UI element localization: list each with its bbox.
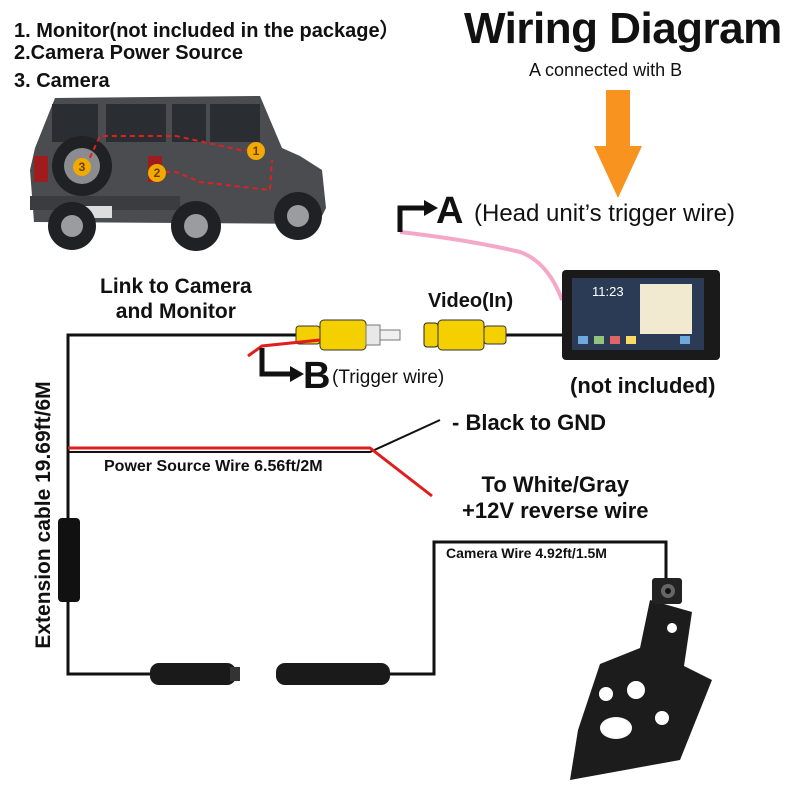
inline-box [58, 518, 80, 602]
rca-female-connector [423, 319, 507, 351]
jeep-marker-3: 3 [73, 158, 91, 176]
aviation-connector-female [150, 663, 240, 685]
label-a-desc: (Head unit’s trigger wire) [474, 200, 735, 227]
page-title: Wiring Diagram [464, 4, 782, 53]
monitor-screen-time: 11:23 [592, 284, 624, 299]
black-gnd-label: - Black to GND [452, 410, 607, 435]
arrow-b-icon [259, 348, 292, 377]
arrow-a-icon [397, 205, 426, 232]
label-b-letter: B [303, 355, 331, 397]
label-a-letter: A [436, 190, 464, 232]
camera-wire-label: Camera Wire 4.92ft/1.5M [446, 545, 607, 561]
power-source-wire [68, 419, 441, 453]
jeep-marker-2: 2 [148, 164, 166, 182]
label-b-desc: (Trigger wire) [332, 367, 445, 388]
legend-item-monitor: 1. Monitor(not included in the package） [14, 20, 400, 42]
jeep-illustration [30, 96, 326, 251]
link-label: Link to Camera and Monitor [100, 274, 252, 324]
link-label-line2: and Monitor [115, 300, 236, 323]
camera-bracket [570, 578, 712, 780]
jeep-marker-1: 1 [247, 142, 265, 160]
down-arrow-icon [594, 90, 642, 198]
camera-cable [390, 540, 668, 676]
white-gray-line1: To White/Gray [481, 472, 630, 497]
link-label-line1: Link to Camera [100, 275, 252, 298]
white-gray-label: To White/Gray +12V reverse wire [462, 472, 649, 524]
extension-cable [66, 333, 298, 520]
power-wire-label: Power Source Wire 6.56ft/2M [104, 458, 323, 475]
monitor-note: (not included) [570, 373, 716, 398]
video-in-label: Video(In) [428, 290, 514, 312]
aviation-connector-male [276, 663, 390, 685]
rca-male-connector [295, 319, 401, 351]
white-gray-line2: +12V reverse wire [462, 498, 649, 523]
extension-cable-label: Extension cable 19.69ft/6M [32, 381, 55, 649]
trigger-wire-b [247, 338, 321, 358]
page-subtitle: A connected with B [529, 60, 683, 80]
legend-item-camera: 3. Camera [14, 70, 110, 92]
head-unit-trigger-wire [399, 230, 564, 301]
monitor-unit: 11:23 [562, 270, 720, 360]
legend-item-power: 2.Camera Power Source [14, 42, 243, 64]
